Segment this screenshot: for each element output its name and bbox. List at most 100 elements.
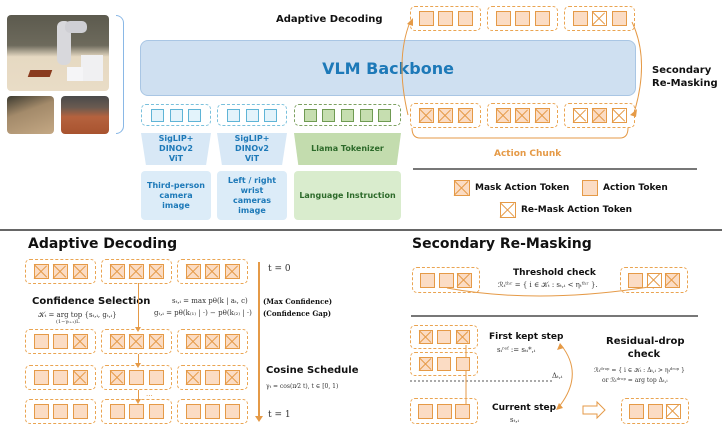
arrowhead	[556, 403, 563, 410]
re-mask-action-token	[611, 108, 627, 123]
residual-drop-title: Residual-drop check	[606, 335, 685, 361]
eq-current: sₜ,ᵢ	[510, 416, 519, 424]
secondary-line-2: Re-Masking	[652, 78, 718, 89]
action-token	[495, 11, 511, 26]
action-token	[205, 370, 220, 385]
action-token-group	[621, 398, 689, 424]
legend-divider	[413, 168, 697, 170]
in-line: image	[162, 200, 190, 210]
mask-action-token	[185, 264, 201, 279]
action-token	[109, 404, 125, 419]
action-token	[53, 334, 68, 349]
timeline-arrowhead	[255, 416, 263, 422]
mask-action-token	[72, 334, 88, 349]
action-token	[72, 404, 88, 419]
vision-token-group-1	[141, 104, 211, 126]
mask-action-token	[457, 272, 473, 288]
eq-drop-1: ℛₜᵈʳᵒᵖ = { i ∈ 𝒦ₜ : Δₜ,ᵢ > ηₜᵈʳᵒᵖ }	[594, 367, 685, 374]
eq-confidence-gap: gₜ,ᵢ = pθ(k₍₁₎ | ·) − pθ(k₍₂₎ | ·)	[154, 309, 252, 317]
legend-mask: Mask Action Token	[454, 180, 569, 196]
mask-action-token	[53, 264, 68, 279]
re-mask-action-token	[592, 11, 607, 26]
action-token	[436, 403, 452, 419]
action-token-group	[410, 325, 478, 349]
legend-remask-label: Re-Mask Action Token	[521, 205, 633, 215]
language-token	[359, 108, 373, 122]
language-token-group	[294, 104, 401, 126]
secondary-line-1: Secondary	[652, 65, 712, 76]
eq-drop-2: or ℛₜᵈʳᵒᵖ = arg top Δₜ,ᵢ	[602, 377, 668, 384]
enc-line: SigLIP+	[234, 134, 270, 143]
eq-K: 𝒦ₜ = arg top {sₜ,ᵢ, gₜ,ᵢ}	[38, 311, 117, 319]
action-token-group	[410, 103, 481, 128]
mask-action-token	[72, 264, 88, 279]
mask-action-token	[455, 330, 470, 344]
action-token-group	[410, 352, 478, 376]
re-mask-action-token	[572, 108, 588, 123]
action-token	[572, 11, 588, 26]
mask-action-token	[457, 108, 473, 123]
language-token	[378, 108, 392, 122]
secondary-remasking-arrow	[631, 21, 642, 114]
action-token	[129, 404, 144, 419]
in-line: Third-person	[147, 180, 205, 190]
action-token-group	[410, 398, 478, 424]
vision-token	[264, 108, 278, 122]
mask-action-token	[418, 357, 433, 371]
adaptive-decoding-title: Adaptive Decoding	[28, 236, 178, 252]
mask-action-token	[224, 370, 240, 385]
eq-ref: sᵢʳᵉᶠ := sₜᵢ*,ᵢ	[497, 346, 536, 354]
action-token	[33, 404, 49, 419]
legend-remask: Re-Mask Action Token	[500, 202, 632, 218]
vision-token-group-2	[217, 104, 287, 126]
mask-action-token	[109, 334, 125, 349]
mask-action-token	[33, 264, 49, 279]
action-token	[457, 11, 473, 26]
arrowhead	[630, 109, 637, 117]
action-token	[185, 404, 201, 419]
vision-token	[245, 108, 259, 122]
right-wrist-camera-photo	[61, 96, 109, 134]
robot-gripper	[65, 21, 87, 33]
action-token	[418, 11, 434, 26]
in-line: Language Instruction	[299, 190, 396, 200]
mask-action-token	[515, 108, 530, 123]
remask-token-icon	[500, 202, 516, 218]
action-token	[438, 272, 454, 288]
vision-token	[226, 108, 240, 122]
mask-action-token	[418, 330, 433, 344]
enc-line: DINOv2	[159, 144, 193, 153]
mask-action-token	[534, 108, 550, 123]
mask-token-icon	[454, 180, 470, 196]
vision-token	[169, 108, 183, 122]
white-box	[81, 55, 103, 81]
mask-action-token	[438, 108, 453, 123]
action-token-group	[25, 329, 96, 354]
mask-action-token	[185, 334, 201, 349]
threshold-check-title: Threshold check	[513, 268, 596, 278]
mask-action-token	[129, 334, 144, 349]
cosine-schedule-title: Cosine Schedule	[266, 365, 359, 376]
vlm-backbone: VLM Backbone	[140, 40, 636, 96]
action-token-icon	[582, 180, 598, 196]
action-token-group	[487, 6, 558, 31]
mask-action-token	[665, 272, 681, 288]
language-token	[322, 108, 336, 122]
mask-action-token	[592, 108, 607, 123]
re-mask-action-token	[646, 272, 662, 288]
action-token-group	[101, 329, 172, 354]
action-token-group	[25, 365, 96, 390]
delta-curve	[557, 344, 573, 409]
threshold-curve	[446, 285, 656, 297]
confidence-selection-title: Confidence Selection	[32, 296, 151, 307]
mask-action-token	[185, 370, 201, 385]
t-start: t = 0	[268, 264, 291, 274]
enc-line: ViT	[168, 154, 184, 163]
left-wrist-camera-photo	[7, 96, 54, 134]
action-token	[647, 403, 663, 419]
legend-action-label: Action Token	[603, 183, 668, 193]
residual-line-1: Residual-drop	[606, 336, 685, 347]
action-token-group	[25, 399, 96, 424]
